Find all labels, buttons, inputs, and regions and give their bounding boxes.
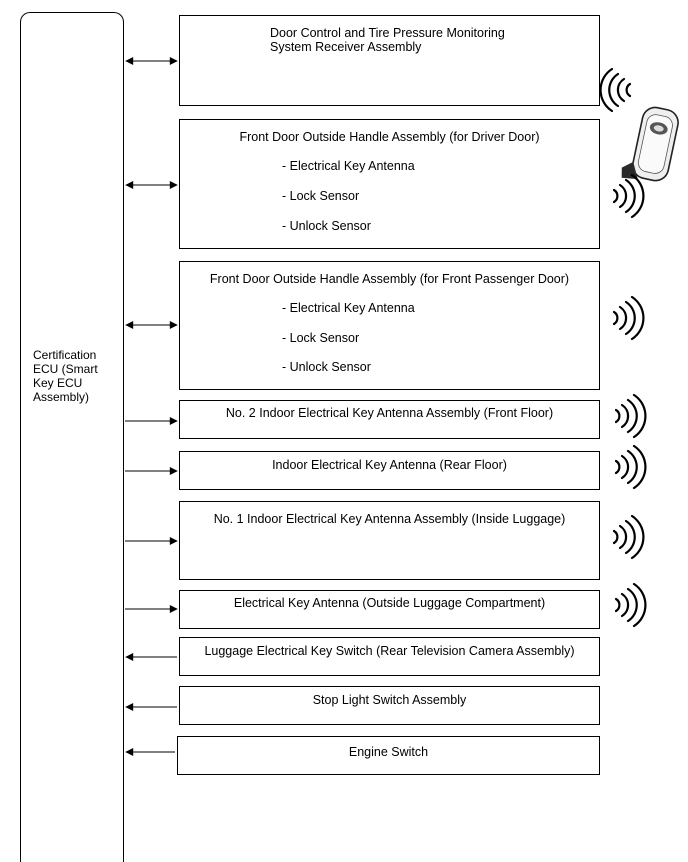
component-title: Electrical Key Antenna (Outside Luggage … (233, 596, 546, 610)
radio-wave-icon (612, 295, 645, 341)
component-title: Stop Light Switch Assembly (312, 693, 467, 707)
radio-wave-icon (614, 444, 647, 490)
component-title: No. 1 Indoor Electrical Key Antenna Asse… (213, 512, 566, 526)
component-box-stop-light-switch: Stop Light Switch Assembly (179, 686, 600, 725)
component-title: Front Door Outside Handle Assembly (for … (239, 130, 540, 144)
component-subitem: - Lock Sensor (282, 331, 360, 345)
component-box-rear-floor-antenna: Indoor Electrical Key Antenna (Rear Floo… (179, 451, 600, 490)
component-title: Engine Switch (348, 745, 429, 759)
component-title: Indoor Electrical Key Antenna (Rear Floo… (272, 458, 507, 472)
electrical-key-fob-icon (621, 106, 679, 182)
component-box-luggage-key-switch: Luggage Electrical Key Switch (Rear Tele… (179, 637, 600, 676)
radio-wave-icon (614, 582, 647, 628)
component-box-outside-luggage-antenna: Electrical Key Antenna (Outside Luggage … (179, 590, 600, 629)
radio-wave-icon (599, 67, 632, 113)
component-title: Front Door Outside Handle Assembly (for … (209, 272, 570, 286)
component-subitem: - Electrical Key Antenna (282, 301, 415, 315)
component-title: No. 2 Indoor Electrical Key Antenna Asse… (225, 406, 554, 420)
component-box-engine-switch: Engine Switch (177, 736, 600, 775)
certification-ecu-block: Certification ECU (Smart Key ECU Assembl… (20, 12, 124, 862)
radio-wave-icon (612, 514, 645, 560)
component-subitem: - Lock Sensor (282, 189, 360, 203)
radio-wave-icon (614, 393, 647, 439)
component-box-receiver: Door Control and Tire Pressure Monitorin… (179, 15, 600, 106)
component-subitem: - Unlock Sensor (282, 360, 371, 374)
component-subitem: - Unlock Sensor (282, 219, 371, 233)
component-box-driver-door-handle: Front Door Outside Handle Assembly (for … (179, 119, 600, 249)
component-title: Luggage Electrical Key Switch (Rear Tele… (204, 644, 575, 658)
component-box-passenger-door-handle: Front Door Outside Handle Assembly (for … (179, 261, 600, 390)
ecu-label: Certification ECU (Smart Key ECU Assembl… (33, 348, 98, 404)
component-title: Door Control and Tire Pressure Monitorin… (270, 26, 505, 54)
component-box-inside-luggage-antenna: No. 1 Indoor Electrical Key Antenna Asse… (179, 501, 600, 580)
component-subitem: - Electrical Key Antenna (282, 159, 415, 173)
radio-wave-icon (612, 173, 645, 219)
component-box-front-floor-antenna: No. 2 Indoor Electrical Key Antenna Asse… (179, 400, 600, 439)
